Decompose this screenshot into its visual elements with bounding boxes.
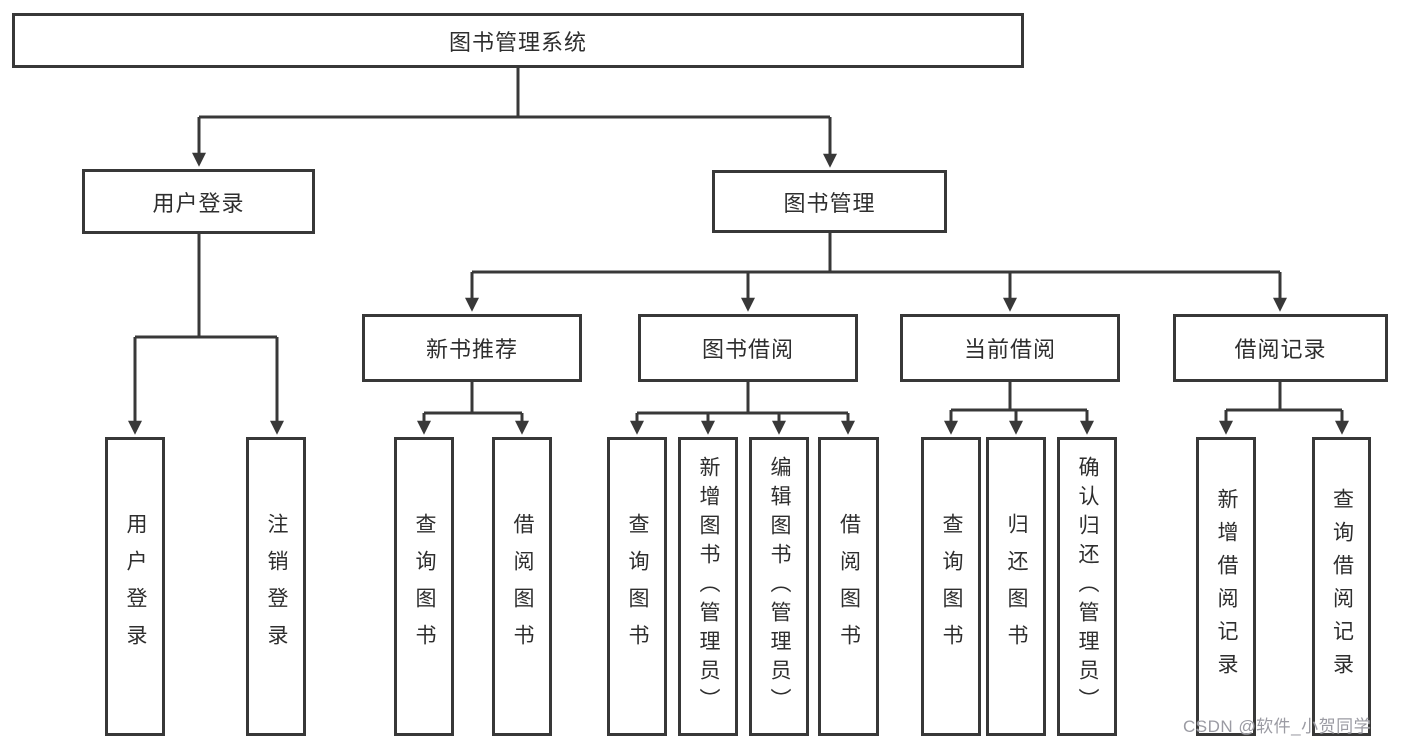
node-borrow-records: 借阅记录: [1173, 314, 1388, 382]
leaf-query-books-borrow: 查询图书: [607, 437, 667, 736]
leaf-query-books-current: 查询图书: [921, 437, 981, 736]
node-user-login-label: 用户登录: [152, 190, 245, 216]
leaf-add-borrow-record-label: 新增借阅记录: [1215, 487, 1238, 686]
node-library-system: 图书管理系统: [12, 13, 1024, 68]
leaf-return-books: 归还图书: [986, 437, 1046, 736]
node-borrow-records-label: 借阅记录: [1234, 337, 1327, 362]
leaf-confirm-return-admin-label: 确认归还（管理员）: [1076, 456, 1099, 717]
leaf-query-books-recommend: 查询图书: [394, 437, 454, 736]
leaf-user-login-label: 用户登录: [124, 512, 147, 661]
node-library-system-label: 图书管理系统: [448, 29, 587, 55]
node-book-borrow-label: 图书借阅: [701, 337, 794, 362]
node-book-borrow: 图书借阅: [638, 314, 858, 382]
leaf-query-books-borrow-label: 查询图书: [626, 512, 649, 661]
leaf-edit-books-admin-label: 编辑图书（管理员）: [768, 456, 791, 717]
node-current-borrow: 当前借阅: [900, 314, 1120, 382]
leaf-add-books-admin-label: 新增图书（管理员）: [697, 456, 720, 717]
csdn-watermark: CSDN @软件_小贺同学: [1183, 717, 1372, 736]
leaf-add-books-admin: 新增图书（管理员）: [678, 437, 738, 736]
leaf-query-books-recommend-label: 查询图书: [413, 512, 436, 661]
node-new-book-recommend: 新书推荐: [362, 314, 582, 382]
leaf-logout-login: 注销登录: [246, 437, 306, 736]
leaf-borrow-books: 借阅图书: [818, 437, 879, 736]
node-new-book-recommend-label: 新书推荐: [425, 337, 518, 362]
node-user-login: 用户登录: [82, 169, 315, 234]
leaf-query-books-current-label: 查询图书: [940, 512, 963, 661]
node-book-management: 图书管理: [712, 170, 947, 233]
leaf-confirm-return-admin: 确认归还（管理员）: [1057, 437, 1117, 736]
leaf-borrow-books-recommend-label: 借阅图书: [511, 512, 534, 661]
leaf-borrow-books-recommend: 借阅图书: [492, 437, 552, 736]
leaf-query-borrow-record-label: 查询借阅记录: [1330, 487, 1354, 686]
leaf-query-borrow-record: 查询借阅记录: [1312, 437, 1371, 736]
leaf-return-books-label: 归还图书: [1005, 512, 1028, 661]
node-current-borrow-label: 当前借阅: [963, 337, 1056, 362]
node-book-management-label: 图书管理: [783, 190, 876, 216]
leaf-user-login: 用户登录: [105, 437, 165, 736]
leaf-edit-books-admin: 编辑图书（管理员）: [749, 437, 809, 736]
leaf-logout-login-label: 注销登录: [265, 512, 288, 661]
leaf-borrow-books-label: 借阅图书: [837, 512, 861, 661]
leaf-add-borrow-record: 新增借阅记录: [1196, 437, 1256, 736]
